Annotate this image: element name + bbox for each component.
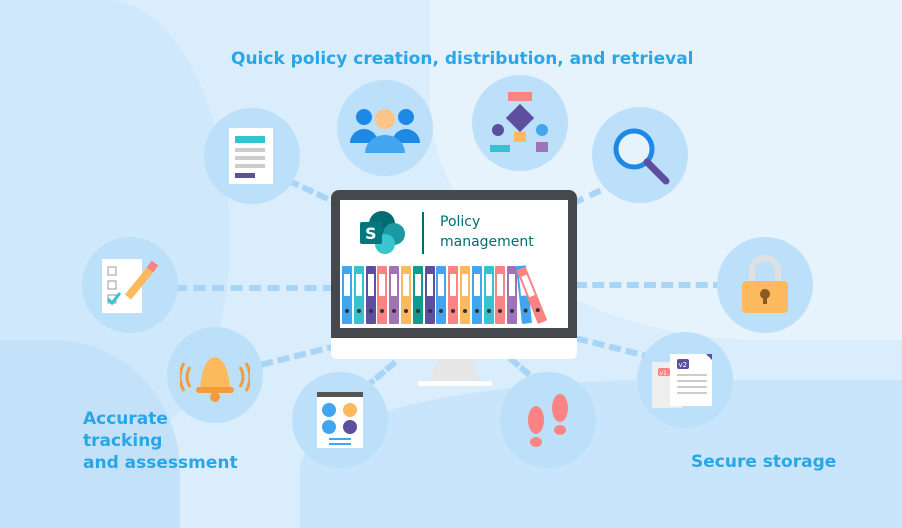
connector	[575, 282, 725, 288]
binder	[460, 266, 470, 324]
binder	[424, 266, 435, 324]
monitor-screen: S Policy management	[340, 200, 568, 328]
lock-circle	[717, 237, 813, 333]
binder	[412, 266, 423, 324]
binder	[377, 266, 388, 324]
screen-title: Policy management	[440, 212, 534, 252]
connector	[260, 342, 340, 368]
sharepoint-logo-icon: S	[360, 211, 405, 254]
binder	[495, 266, 506, 324]
binder	[389, 266, 400, 324]
binder	[365, 266, 376, 324]
heading-line: Accurate	[83, 409, 168, 429]
heading-line: tracking	[83, 431, 163, 451]
connector	[175, 285, 335, 291]
binder	[353, 266, 364, 324]
binder	[483, 266, 494, 324]
sharepoint-logo-letter: S	[365, 224, 377, 243]
heading-right: Secure storage	[691, 452, 837, 472]
team-icon	[350, 109, 420, 153]
search-circle	[592, 107, 688, 203]
flowchart-icon	[490, 92, 548, 152]
bell-circle	[167, 327, 263, 423]
monitor-chin	[331, 338, 577, 359]
binder	[401, 266, 411, 324]
flowchart-circle	[472, 75, 568, 171]
footprints-icon	[528, 394, 568, 447]
versions-icon: v1 v2	[652, 354, 712, 408]
checklist-circle	[82, 237, 178, 333]
version-v2-label: v2	[679, 361, 688, 369]
versions-circle: v1 v2	[637, 332, 733, 428]
heading-line: and assessment	[83, 453, 238, 473]
checklist-icon	[102, 259, 159, 313]
bell-icon	[180, 357, 250, 402]
binder	[471, 266, 482, 324]
footprints-circle	[500, 372, 596, 468]
monitor: S Policy management	[331, 190, 577, 338]
binder	[342, 266, 352, 324]
title-line: management	[440, 234, 534, 250]
version-v1-label: v1	[660, 370, 668, 377]
team-circle	[337, 80, 433, 176]
report-circle	[292, 372, 388, 468]
binder	[448, 266, 459, 324]
report-icon	[317, 392, 363, 448]
binder	[507, 266, 518, 324]
monitor-base	[418, 381, 492, 386]
heading-left: Accurate tracking and assessment	[83, 408, 238, 474]
lock-icon	[742, 255, 788, 313]
title-line: Policy	[440, 214, 481, 230]
magnifier-icon	[613, 128, 670, 185]
monitor-stand	[430, 359, 480, 381]
heading-top: Quick policy creation, distribution, and…	[231, 49, 694, 69]
document-icon	[229, 128, 273, 184]
divider	[422, 212, 424, 254]
binder	[436, 266, 447, 324]
document-circle	[204, 108, 300, 204]
